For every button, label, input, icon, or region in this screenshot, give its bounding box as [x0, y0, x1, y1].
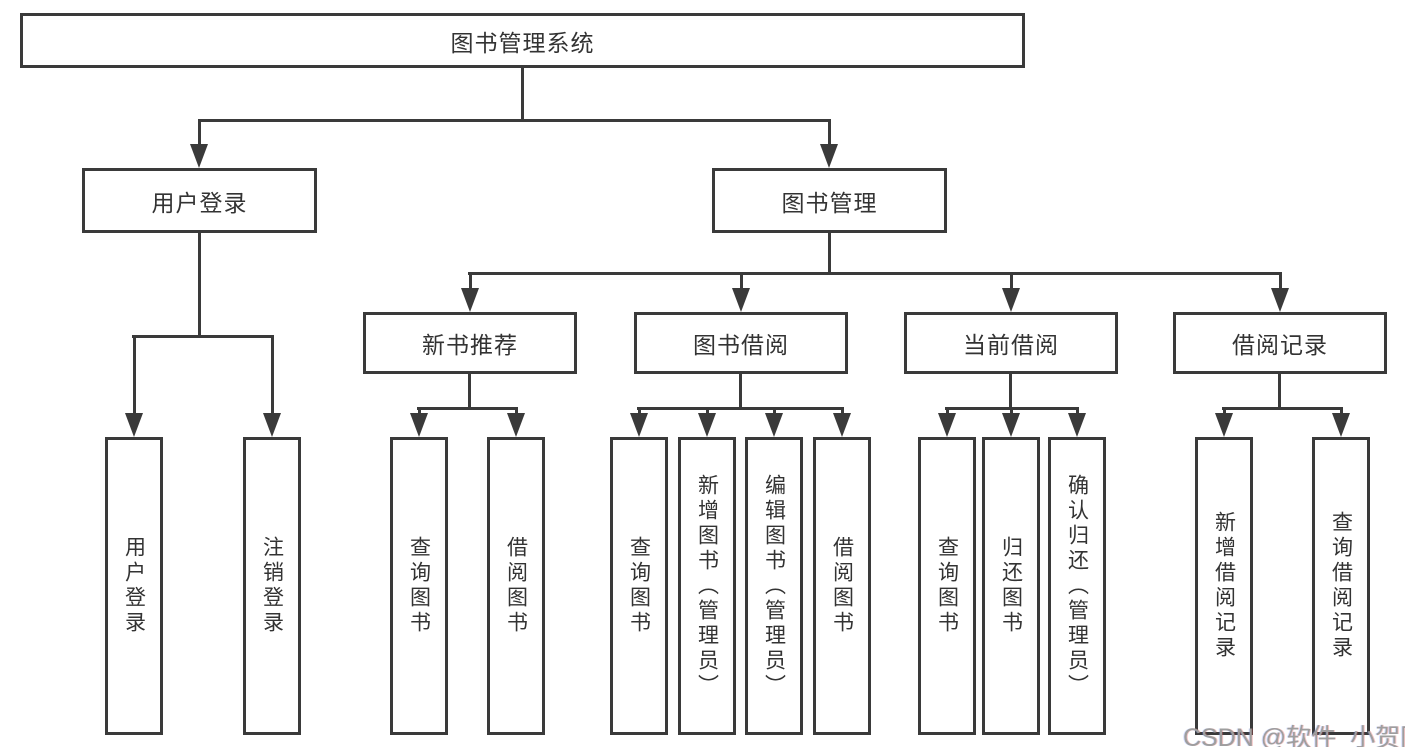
arrowhead-down-icon — [125, 413, 143, 437]
arrow-stem — [271, 335, 274, 415]
arrow-stem — [773, 407, 776, 415]
connector-line — [1009, 373, 1012, 407]
arrow-stem — [198, 119, 201, 146]
connector-line — [1278, 373, 1281, 407]
arrowhead-down-icon — [732, 288, 750, 312]
arrow-stem — [1223, 407, 1226, 415]
arrowhead-down-icon — [461, 288, 479, 312]
connector-line — [521, 68, 524, 119]
connector-line — [198, 233, 201, 335]
arrow-stem — [1340, 407, 1343, 415]
leaf-borrowing-query-books: 查询图书 — [610, 437, 668, 735]
leaf-logout: 注销登录 — [243, 437, 301, 735]
arrowhead-down-icon — [833, 413, 851, 437]
arrowhead-down-icon — [630, 413, 648, 437]
arrow-stem — [740, 272, 743, 290]
connector-line — [417, 407, 518, 410]
node-book-borrowing: 图书借阅 — [634, 312, 848, 374]
arrow-stem — [706, 407, 709, 415]
arrow-stem — [515, 407, 518, 415]
arrowhead-down-icon — [263, 413, 281, 437]
node-borrowing-records: 借阅记录 — [1173, 312, 1387, 374]
connector-line — [637, 407, 844, 410]
arrowhead-down-icon — [190, 144, 208, 168]
connector-line — [828, 233, 831, 272]
arrowhead-down-icon — [1068, 413, 1086, 437]
arrow-stem — [1279, 272, 1282, 290]
arrowhead-down-icon — [1002, 288, 1020, 312]
watermark: CSDN @软件_小贺同学 — [1183, 724, 1405, 747]
leaf-current-confirm-return-admin: 确认归还（管理员） — [1048, 437, 1106, 735]
arrowhead-down-icon — [698, 413, 716, 437]
arrow-stem — [946, 407, 949, 415]
leaf-user-login: 用户登录 — [105, 437, 163, 735]
connector-line — [1222, 407, 1343, 410]
node-root-library-management-system: 图书管理系统 — [20, 13, 1025, 68]
leaf-borrowing-borrow-books: 借阅图书 — [813, 437, 871, 735]
arrowhead-down-icon — [1215, 413, 1233, 437]
node-current-borrowing: 当前借阅 — [904, 312, 1118, 374]
connector-line — [132, 335, 274, 338]
leaf-records-query-borrow-record: 查询借阅记录 — [1312, 437, 1370, 735]
connector-line — [468, 272, 1282, 275]
leaf-newbook-query-books: 查询图书 — [390, 437, 448, 735]
leaf-records-add-borrow-record: 新增借阅记录 — [1195, 437, 1253, 735]
leaf-current-return-books: 归还图书 — [982, 437, 1040, 735]
arrow-stem — [418, 407, 421, 415]
arrowhead-down-icon — [938, 413, 956, 437]
arrowhead-down-icon — [507, 413, 525, 437]
leaf-current-query-books: 查询图书 — [918, 437, 976, 735]
arrowhead-down-icon — [1002, 413, 1020, 437]
arrow-stem — [638, 407, 641, 415]
connector-line — [739, 373, 742, 407]
arrowhead-down-icon — [820, 144, 838, 168]
node-book-management: 图书管理 — [712, 168, 947, 233]
connector-line — [198, 119, 831, 122]
arrowhead-down-icon — [1271, 288, 1289, 312]
arrow-stem — [1010, 407, 1013, 415]
arrow-stem — [133, 335, 136, 415]
connector-line — [468, 373, 471, 407]
arrowhead-down-icon — [1332, 413, 1350, 437]
node-new-book-recommendation: 新书推荐 — [363, 312, 577, 374]
arrow-stem — [1010, 272, 1013, 290]
arrowhead-down-icon — [410, 413, 428, 437]
arrow-stem — [1076, 407, 1079, 415]
arrow-stem — [469, 272, 472, 290]
arrow-stem — [828, 119, 831, 146]
leaf-borrowing-edit-books-admin: 编辑图书（管理员） — [745, 437, 803, 735]
arrow-stem — [841, 407, 844, 415]
leaf-newbook-borrow-books: 借阅图书 — [487, 437, 545, 735]
arrowhead-down-icon — [765, 413, 783, 437]
leaf-borrowing-add-books-admin: 新增图书（管理员） — [678, 437, 736, 735]
node-user-login: 用户登录 — [82, 168, 317, 233]
